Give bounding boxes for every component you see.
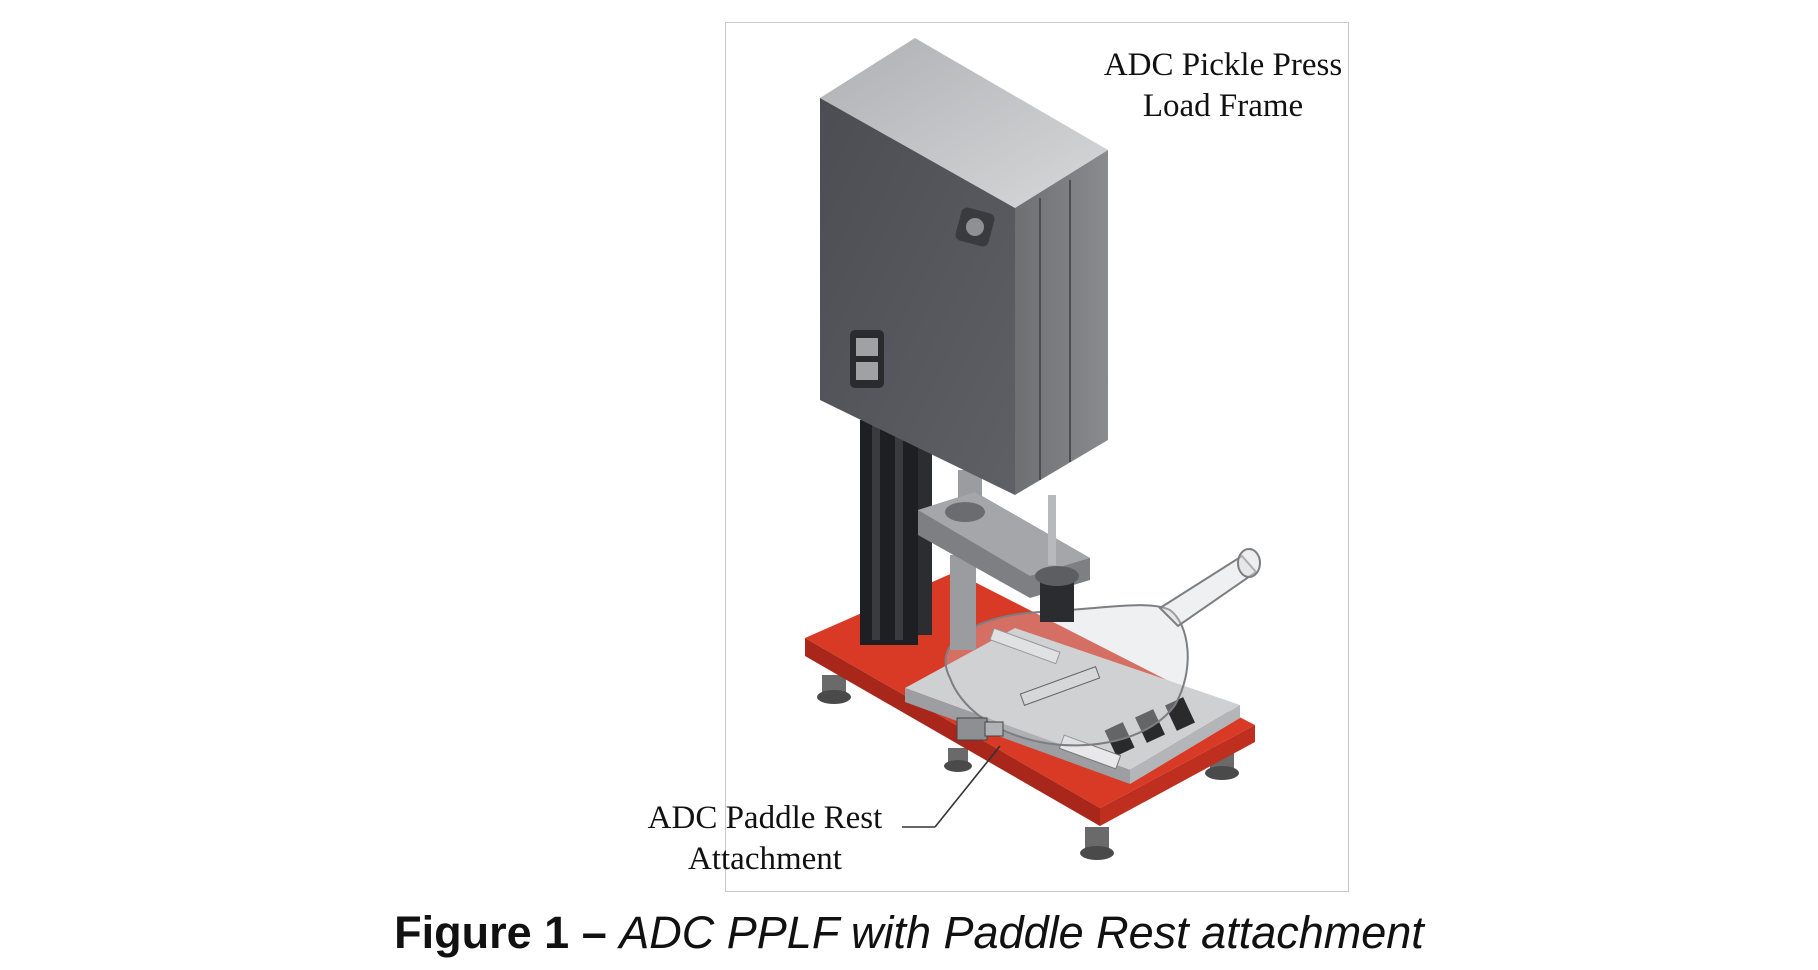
paddle — [944, 548, 1261, 747]
load-frame-callout-line1: ADC Pickle Press — [1103, 47, 1343, 83]
cross-arm — [918, 470, 1090, 650]
paddle-rest-callout-line2: Attachment — [688, 841, 842, 877]
column — [860, 420, 932, 645]
leveling-feet — [817, 675, 1239, 860]
paddle-rest-leader-line-angled — [934, 745, 1001, 828]
paddle-rest-callout: ADC Paddle Rest Attachment — [632, 798, 898, 880]
figure-caption-text: ADC PPLF with Paddle Rest attachment — [619, 907, 1424, 958]
load-frame-callout: ADC Pickle Press Load Frame — [1058, 45, 1388, 127]
paddle-rest-callout-line1: ADC Paddle Rest — [647, 800, 883, 836]
paddle-rest-clamp — [956, 717, 1004, 741]
figure-caption-number: Figure 1 – — [394, 907, 620, 958]
figure-caption: Figure 1 – ADC PPLF with Paddle Rest att… — [0, 906, 1818, 960]
load-frame-callout-line2: Load Frame — [1142, 88, 1304, 124]
load-frame-housing — [820, 38, 1108, 495]
